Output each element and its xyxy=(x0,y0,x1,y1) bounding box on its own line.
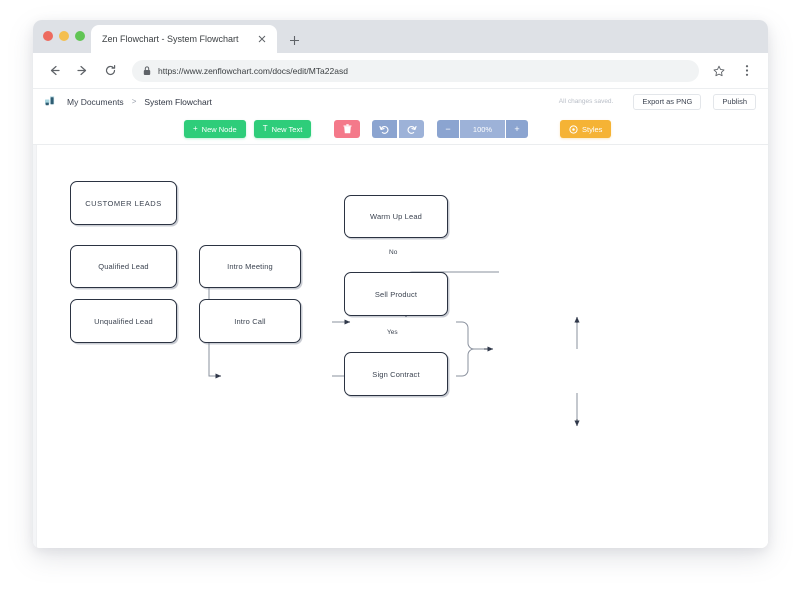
breadcrumb-current: System Flowchart xyxy=(144,96,212,107)
flow-node-warm-up-lead[interactable]: Warm Up Lead xyxy=(344,195,448,238)
gear-icon xyxy=(569,124,578,134)
three-dot-menu-icon[interactable] xyxy=(738,62,755,79)
editor-toolbar: + New Node T New Text xyxy=(33,114,768,145)
breadcrumb-root[interactable]: My Documents xyxy=(67,96,124,107)
redo-button[interactable] xyxy=(399,120,424,138)
undo-button[interactable] xyxy=(372,120,397,138)
new-node-label: New Node xyxy=(201,124,237,134)
zoom-group: − 100% + xyxy=(437,120,528,138)
zoom-level-value[interactable]: 100% xyxy=(460,120,505,138)
flow-node-sign-contract[interactable]: Sign Contract xyxy=(344,352,448,396)
lock-icon xyxy=(143,65,151,75)
redo-arrow-icon xyxy=(407,125,417,134)
styles-button[interactable]: Styles xyxy=(560,120,612,138)
url-bar[interactable]: https://www.zenflowchart.com/docs/edit/M… xyxy=(132,59,699,82)
bookmark-star-icon[interactable] xyxy=(710,62,727,79)
zoom-out-button[interactable]: − xyxy=(437,120,459,138)
save-status: All changes saved. xyxy=(558,98,614,105)
flow-node-label: Unqualified Lead xyxy=(94,316,153,326)
create-tools-group: + New Node T New Text xyxy=(184,120,312,138)
flow-node-qualified-lead[interactable]: Qualified Lead xyxy=(70,245,177,288)
new-tab-button[interactable] xyxy=(285,31,303,49)
flow-node-label: Warm Up Lead xyxy=(370,212,422,221)
app-header: My Documents > System Flowchart All chan… xyxy=(33,88,768,114)
styles-label: Styles xyxy=(582,124,603,134)
address-bar: https://www.zenflowchart.com/docs/edit/M… xyxy=(33,53,768,88)
tab-strip: Zen Flowchart - System Flowchart xyxy=(33,20,768,53)
window-close-button[interactable] xyxy=(43,31,53,41)
flow-node-label: Sign Contract xyxy=(372,369,420,379)
delete-button[interactable] xyxy=(334,120,360,138)
text-t-icon: T xyxy=(262,124,268,133)
new-node-button[interactable]: + New Node xyxy=(184,120,246,138)
close-icon[interactable] xyxy=(255,32,269,46)
url-text: https://www.zenflowchart.com/docs/edit/M… xyxy=(158,65,348,76)
new-text-label: New Text xyxy=(271,124,303,134)
tab-title: Zen Flowchart - System Flowchart xyxy=(102,34,239,44)
export-png-button[interactable]: Export as PNG xyxy=(633,93,702,110)
flow-node-label: Intro Call xyxy=(234,316,266,326)
flow-node-customer-leads[interactable]: CUSTOMER LEADS xyxy=(70,181,177,225)
undo-arrow-icon xyxy=(379,125,389,134)
delete-group xyxy=(334,120,360,138)
forward-arrow-icon[interactable] xyxy=(74,62,91,79)
new-text-button[interactable]: T New Text xyxy=(253,120,312,138)
back-arrow-icon[interactable] xyxy=(46,62,63,79)
canvas-left-rail xyxy=(33,145,37,548)
breadcrumb-separator: > xyxy=(131,97,137,106)
browser-tab[interactable]: Zen Flowchart - System Flowchart xyxy=(91,25,277,53)
traffic-lights xyxy=(43,31,85,41)
edge-label-no: No xyxy=(389,249,398,256)
publish-button[interactable]: Publish xyxy=(713,93,756,110)
flow-node-intro-meeting[interactable]: Intro Meeting xyxy=(199,245,301,288)
flow-node-intro-call[interactable]: Intro Call xyxy=(199,299,301,343)
trash-icon xyxy=(342,124,352,134)
reload-icon[interactable] xyxy=(102,62,119,79)
flow-node-label: Intro Meeting xyxy=(227,262,273,271)
window-maximize-button[interactable] xyxy=(75,31,85,41)
zen-flowchart-logo-icon[interactable] xyxy=(45,95,60,108)
flow-node-unqualified-lead[interactable]: Unqualified Lead xyxy=(70,299,177,343)
window-minimize-button[interactable] xyxy=(59,31,69,41)
flow-node-sell-product[interactable]: Sell Product xyxy=(344,272,448,316)
history-group xyxy=(372,120,424,138)
browser-window: Zen Flowchart - System Flowchart xyxy=(33,20,768,548)
flow-node-label: Qualified Lead xyxy=(98,262,149,271)
styles-group: Styles xyxy=(560,120,612,138)
flow-node-label: Sell Product xyxy=(374,289,418,299)
edge-label-yes: Yes xyxy=(387,329,398,336)
flow-node-label: CUSTOMER LEADS xyxy=(85,198,162,208)
plus-icon: + xyxy=(193,124,198,133)
zoom-in-button[interactable]: + xyxy=(506,120,528,138)
